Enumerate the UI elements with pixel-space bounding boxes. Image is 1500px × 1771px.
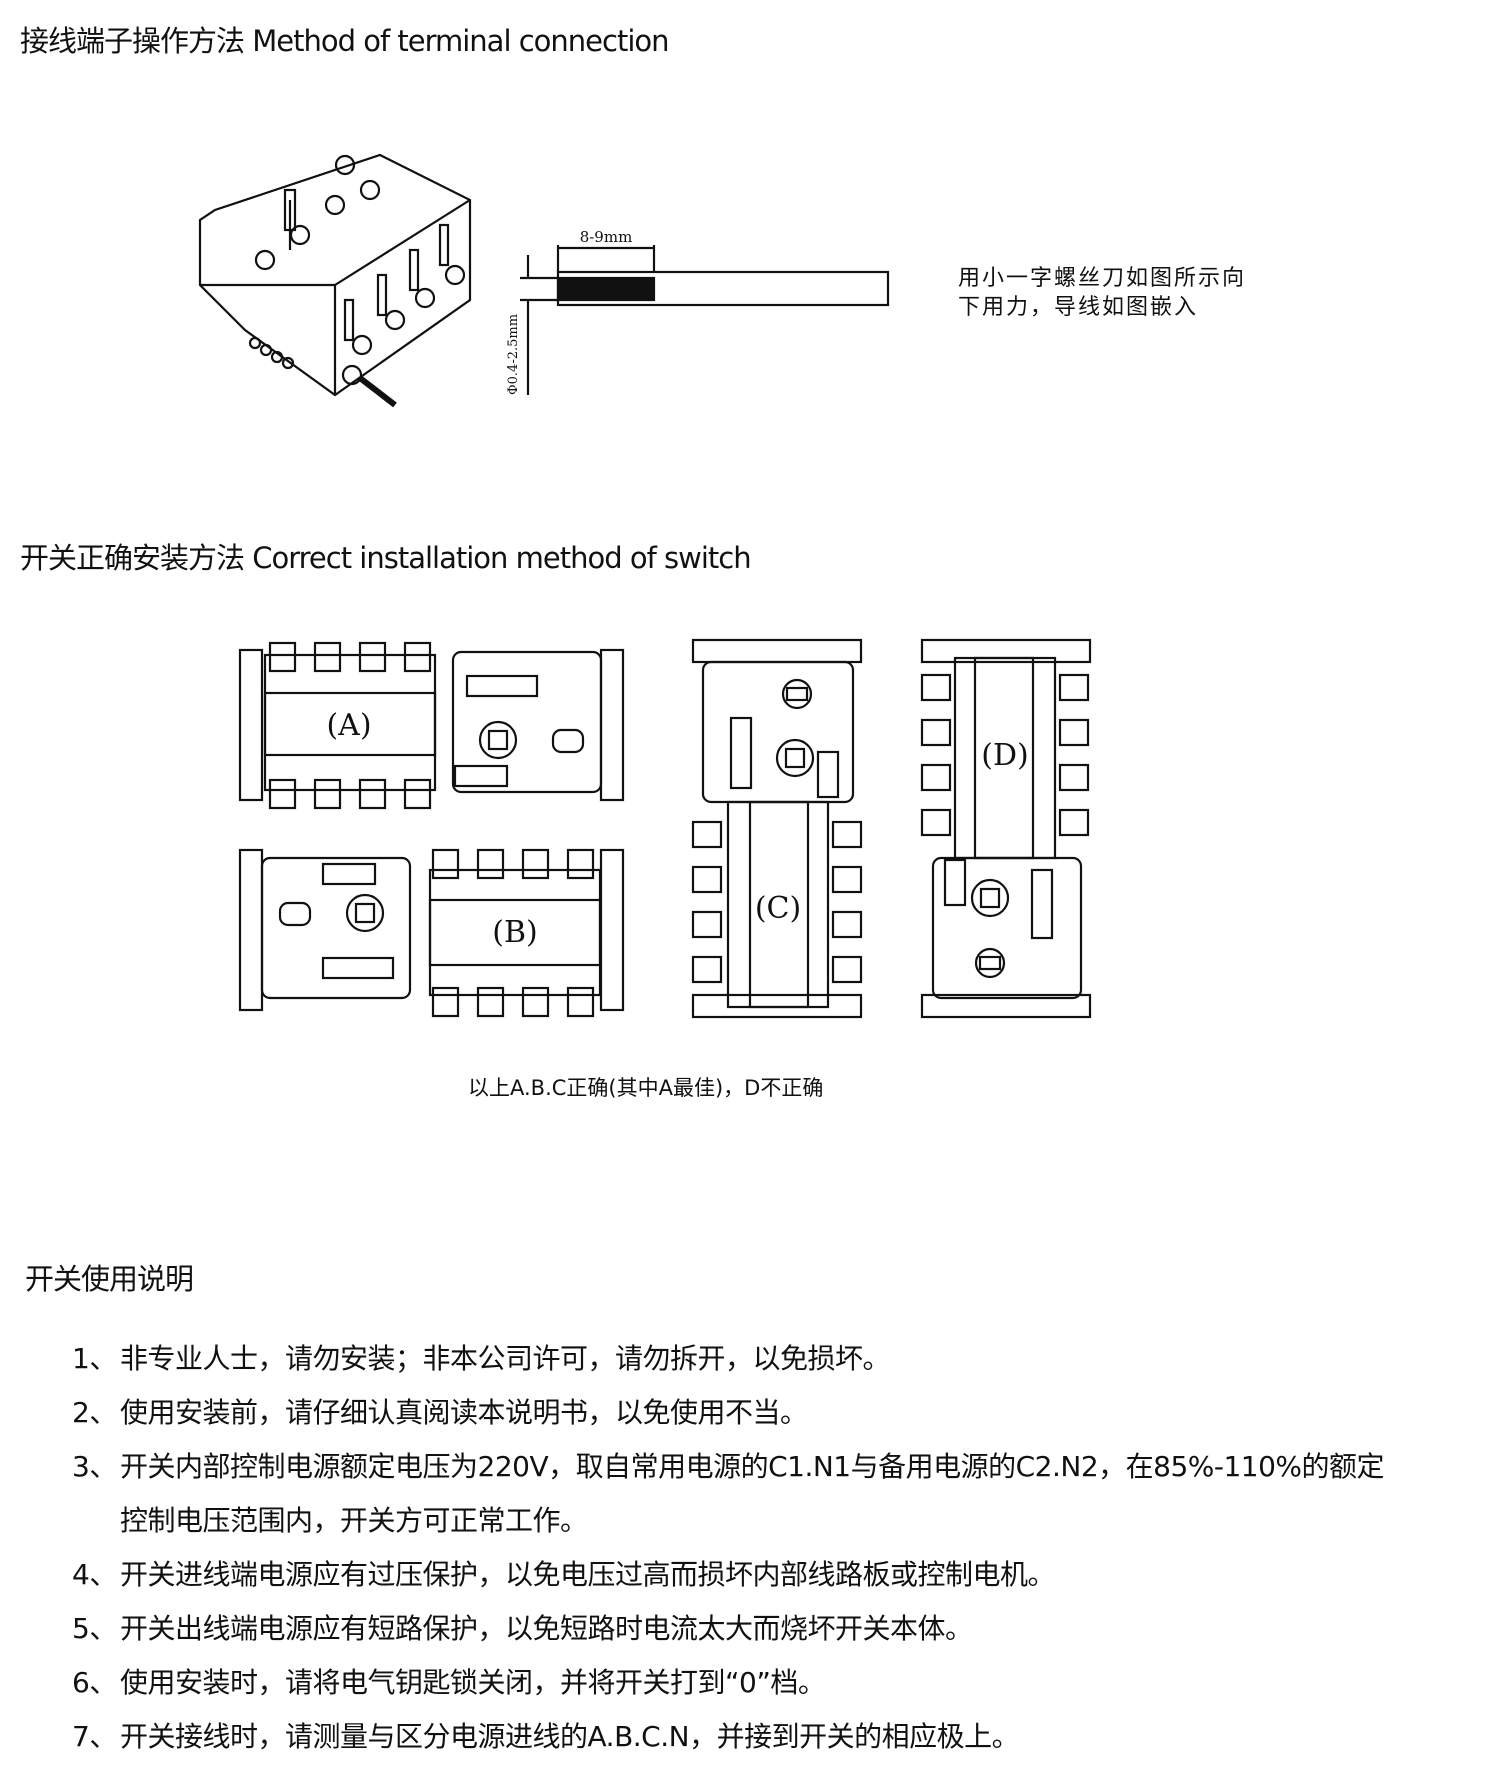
installation-caption: 以上A.B.C正确(其中A最佳)，D不正确 — [468, 1076, 824, 1100]
usage-item: 1、非专业人士，请勿安装；非本公司许可，请勿拆开，以免损坏。 — [72, 1337, 891, 1377]
wire-illustration: 8-9mm Φ0.4-2.5mm — [506, 228, 890, 395]
switch-diagram-a: (A) — [238, 641, 625, 810]
switch-diagram-d: (D) — [920, 638, 1092, 1019]
label-c: (C) — [755, 891, 801, 926]
item-text: 开关出线端电源应有短路保护，以免短路时电流太大而烧坏开关本体。 — [120, 1612, 973, 1645]
label-b: (B) — [492, 915, 537, 950]
item-text: 开关内部控制电源额定电压为220V，取自常用电源的C1.N1与备用电源的C2.N… — [120, 1450, 1385, 1483]
switch-diagram-b: (B) — [238, 848, 625, 1018]
usage-item: 4、开关进线端电源应有过压保护，以免电压过高而损坏内部线路板或控制电机。 — [72, 1553, 1056, 1593]
usage-item: 3、开关内部控制电源额定电压为220V，取自常用电源的C1.N1与备用电源的C2… — [72, 1445, 1385, 1485]
item-number: 7、 — [72, 1720, 117, 1753]
item-number: 6、 — [72, 1666, 117, 1699]
diameter-label: Φ0.4-2.5mm — [506, 314, 521, 395]
strip-length-label: 8-9mm — [580, 228, 633, 246]
usage-section-title: 开关使用说明 — [25, 1262, 194, 1296]
terminal-section-title: 接线端子操作方法 Method of terminal connection — [20, 24, 670, 58]
usage-item: 6、使用安装时，请将电气钥匙锁关闭，并将开关打到“0”档。 — [72, 1661, 826, 1701]
item-number: 3、 — [72, 1450, 117, 1483]
diagrams: 8-9mm Φ0.4-2.5mm (A) (B) (C) — [198, 153, 1092, 1019]
label-d: (D) — [981, 738, 1028, 773]
terminal-note-line2: 下用力，导线如图嵌入 — [958, 295, 1199, 320]
item-text: 开关接线时，请测量与区分电源进线的A.B.C.N，并接到开关的相应极上。 — [120, 1720, 1020, 1753]
item-text: 开关进线端电源应有过压保护，以免电压过高而损坏内部线路板或控制电机。 — [120, 1558, 1056, 1591]
usage-item: 2、使用安装前，请仔细认真阅读本说明书，以免使用不当。 — [72, 1391, 808, 1431]
item-number: 2、 — [72, 1396, 117, 1429]
installation-section-title: 开关正确安装方法 Correct installation method of … — [20, 541, 752, 575]
terminal-note-line1: 用小一字螺丝刀如图所示向 — [958, 266, 1247, 291]
item-text: 使用安装前，请仔细认真阅读本说明书，以免使用不当。 — [120, 1396, 808, 1429]
label-a: (A) — [326, 708, 371, 743]
item-number: 5、 — [72, 1612, 117, 1645]
usage-item: 7、开关接线时，请测量与区分电源进线的A.B.C.N，并接到开关的相应极上。 — [72, 1715, 1020, 1755]
usage-item-continuation: 控制电压范围内，开关方可正常工作。 — [120, 1504, 588, 1537]
usage-item: 5、开关出线端电源应有短路保护，以免短路时电流太大而烧坏开关本体。 — [72, 1607, 973, 1647]
item-text: 非专业人士，请勿安装；非本公司许可，请勿拆开，以免损坏。 — [120, 1342, 891, 1375]
item-number: 1、 — [72, 1342, 117, 1375]
item-number: 4、 — [72, 1558, 117, 1591]
terminal-block-illustration — [198, 153, 472, 408]
item-text: 使用安装时，请将电气钥匙锁关闭，并将开关打到“0”档。 — [120, 1666, 826, 1699]
switch-diagram-c: (C) — [691, 638, 863, 1019]
